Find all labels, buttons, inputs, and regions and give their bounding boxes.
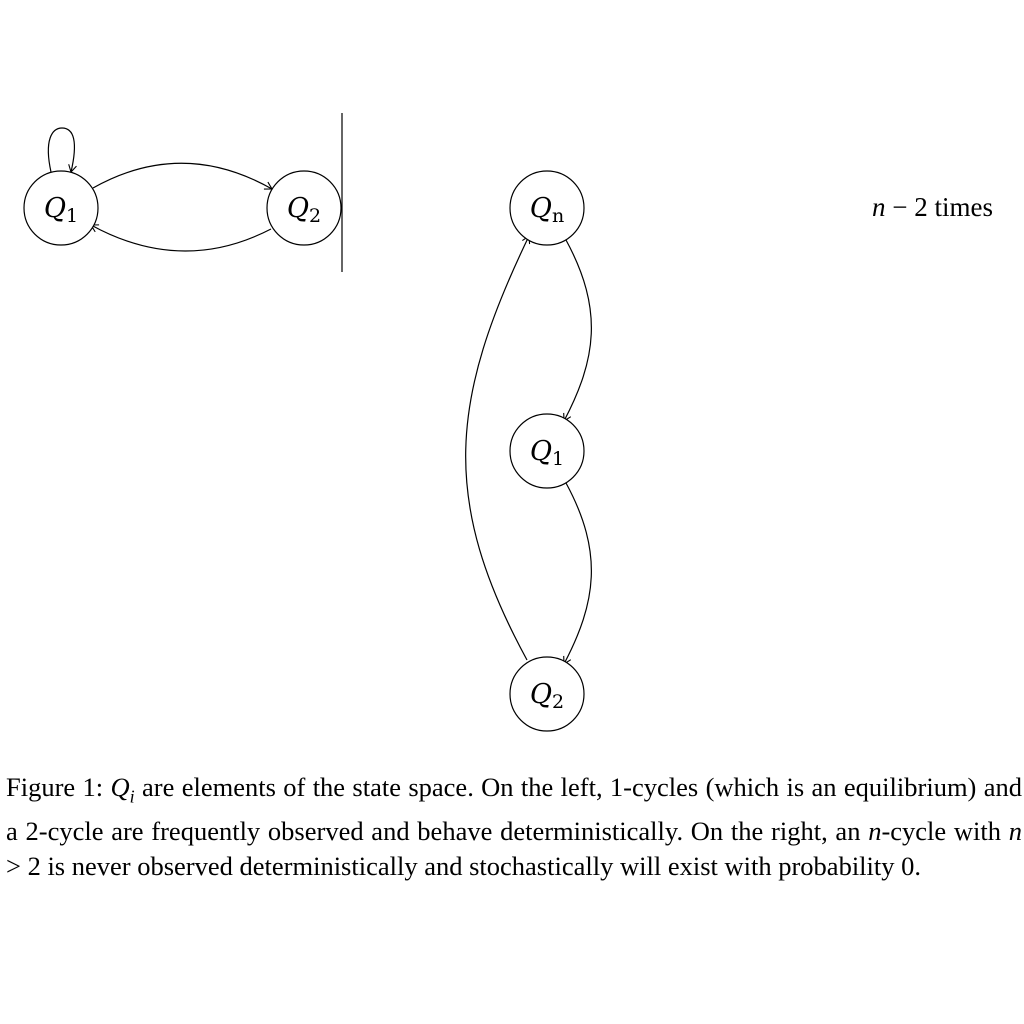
edge-q2-to-qn [465, 235, 531, 661]
figure-caption: Figure 1: Qi are elements of the state s… [6, 772, 1022, 882]
edge-qn-to-q1 [563, 239, 592, 422]
edge-q1-to-q2-right [563, 482, 592, 665]
edge-q1-to-q2 [92, 162, 273, 190]
q1-self-loop [47, 127, 77, 174]
svg-text:Q2: Q2 [530, 679, 564, 713]
svg-text:Qn: Qn [530, 193, 564, 227]
svg-text:Q1: Q1 [530, 436, 564, 470]
svg-text:Q1: Q1 [44, 193, 78, 227]
state-diagram: Q1 Q2 Qn Q1 Q2 n − 2 times [23, 113, 993, 732]
left-node-q1: Q1 [23, 170, 99, 246]
right-node-q2: Q2 [509, 656, 585, 732]
left-node-q2: Q2 [266, 170, 342, 246]
svg-text:Q2: Q2 [287, 193, 321, 227]
right-node-qn: Qn [509, 170, 585, 246]
right-node-q1: Q1 [509, 413, 585, 489]
repeat-annotation: n − 2 times [872, 192, 993, 222]
edge-q2-to-q1 [90, 224, 272, 252]
